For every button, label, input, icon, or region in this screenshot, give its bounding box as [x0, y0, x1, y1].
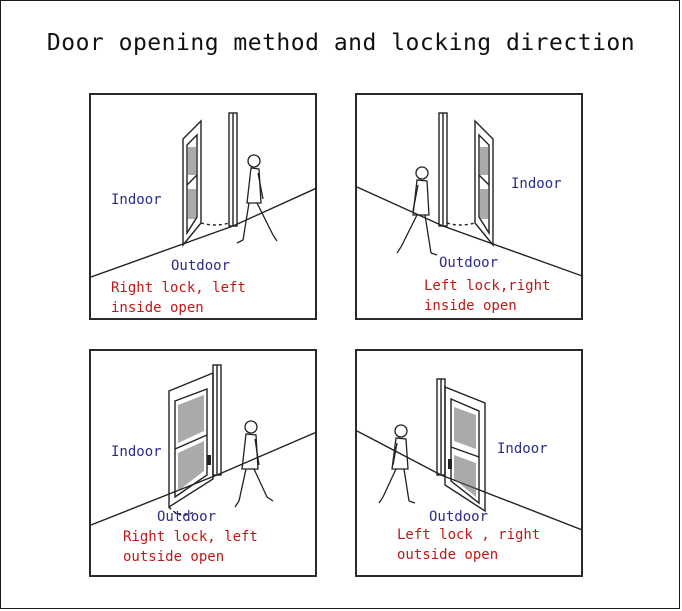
outdoor-label: Outdoor — [429, 509, 489, 525]
outdoor-label: Outdoor — [157, 509, 217, 525]
method-label-line2: outside open — [123, 549, 225, 565]
indoor-label: Indoor — [511, 176, 562, 192]
outdoor-label: Outdoor — [171, 258, 231, 274]
door-illustration — [91, 364, 315, 526]
indoor-label: Indoor — [497, 441, 548, 457]
panel-left-lock-right-inside-open: Indoor Outdoor Left lock,right inside op… — [355, 93, 583, 320]
outdoor-label: Outdoor — [439, 255, 499, 271]
indoor-label: Indoor — [111, 444, 162, 460]
indoor-label: Indoor — [111, 192, 162, 208]
method-label-line1: Left lock,right — [424, 278, 551, 294]
method-label-line1: Right lock, left — [111, 280, 246, 296]
door-illustration — [91, 112, 315, 278]
page-title: Door opening method and locking directio… — [46, 30, 636, 56]
panel-right-lock-left-inside-open: Indoor Outdoor Right lock, left inside o… — [89, 93, 317, 320]
door-illustration — [357, 378, 581, 531]
door-illustration — [357, 112, 581, 277]
method-label-line2: inside open — [424, 298, 517, 314]
method-label-line2: inside open — [111, 300, 204, 316]
panel-right-lock-left-outside-open: Indoor Outdoor Right lock, left outside … — [89, 349, 317, 577]
method-label-line1: Right lock, left — [123, 529, 258, 545]
method-label-line1: Left lock , right — [397, 527, 541, 543]
panel-left-lock-right-outside-open: Indoor Outdoor Left lock , right outside… — [355, 349, 583, 577]
method-label-line2: outside open — [397, 547, 499, 563]
